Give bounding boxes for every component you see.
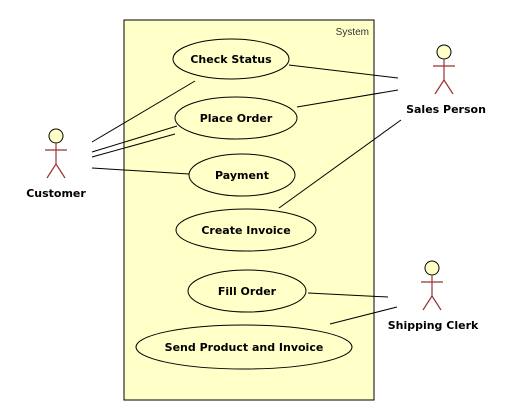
- use-case-create-invoice-label: Create Invoice: [201, 224, 290, 237]
- use-case-send-product-and-invoice[interactable]: Send Product and Invoice: [135, 324, 353, 370]
- use-case-check-status[interactable]: Check Status: [172, 38, 290, 80]
- association-sales-person-check-status: [288, 64, 399, 79]
- association-shipping-clerk-fill-order: [307, 292, 389, 298]
- actor-customer-label: Customer: [26, 187, 86, 200]
- actor-sales-person-icon: [433, 44, 455, 95]
- associations: [91, 64, 402, 325]
- association-customer-place-order: [91, 125, 178, 153]
- actor-customer-icon: [45, 128, 67, 179]
- use-case-place-order-shape: [174, 96, 298, 140]
- actor-sales-person-label: Sales Person: [406, 103, 486, 116]
- association-sales-person-place-order: [296, 89, 399, 108]
- use-case-fill-order-label: Fill Order: [218, 285, 277, 298]
- association-customer-check-status: [91, 80, 196, 143]
- use-case-place-order-label: Place Order: [200, 112, 273, 125]
- actor-shipping-clerk[interactable]: Shipping Clerk: [388, 260, 479, 332]
- association-customer-payment: [91, 133, 176, 158]
- use-case-send-product-and-invoice-label: Send Product and Invoice: [165, 341, 324, 354]
- system-boundary-label: System: [336, 27, 369, 38]
- association-shipping-clerk-send-product: [329, 306, 398, 325]
- association-customer-payment-lower: [91, 167, 190, 175]
- use-case-place-order[interactable]: Place Order: [174, 96, 298, 140]
- use-case-check-status-label: Check Status: [190, 53, 272, 66]
- use-case-fill-order-shape: [187, 269, 307, 313]
- association-sales-person-create-invoice: [278, 119, 402, 209]
- actor-shipping-clerk-label: Shipping Clerk: [388, 319, 479, 332]
- actor-shipping-clerk-icon: [421, 260, 443, 311]
- actor-customer[interactable]: Customer: [26, 128, 86, 200]
- use-case-payment-label: Payment: [215, 169, 269, 182]
- use-case-fill-order[interactable]: Fill Order: [187, 269, 307, 313]
- actor-sales-person[interactable]: Sales Person: [406, 44, 486, 116]
- use-case-create-invoice-shape: [175, 208, 317, 252]
- use-case-check-status-shape: [172, 38, 290, 80]
- use-case-create-invoice[interactable]: Create Invoice: [175, 208, 317, 252]
- use-case-payment[interactable]: Payment: [188, 153, 296, 197]
- use-case-payment-shape: [188, 153, 296, 197]
- use-case-send-product-and-invoice-shape: [135, 324, 353, 370]
